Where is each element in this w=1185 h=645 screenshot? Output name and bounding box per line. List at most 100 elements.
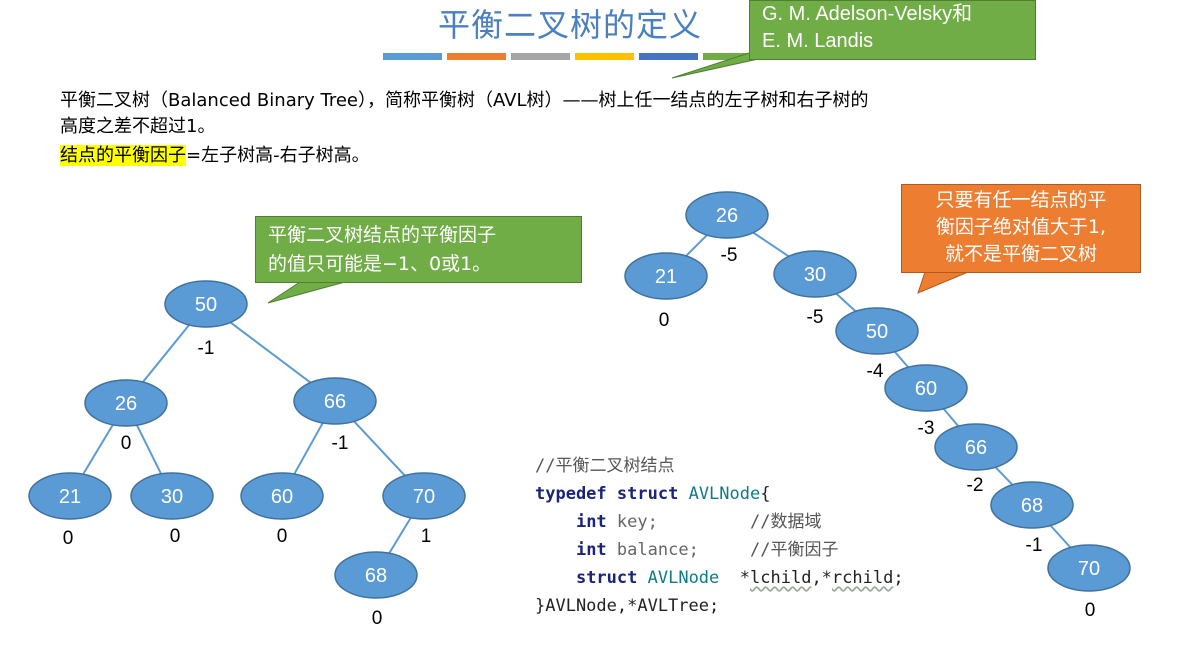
tree-node-key: 70 (413, 486, 435, 508)
unbalanced-node-70: 700 (1047, 544, 1131, 621)
code-line-key: int key; //数据域 (575, 512, 822, 532)
balanced-node-68: 68 0 (334, 551, 418, 629)
tree-node-ellipse (130, 472, 214, 520)
tree-node-key: 26 (716, 205, 738, 227)
unbalanced-node-66: 66 -2 (934, 423, 1018, 496)
values-callout-tail (267, 281, 346, 304)
tree-node-key: 66 (324, 391, 346, 413)
unbalanced-edge (942, 408, 960, 427)
balanced-node-60: 600 (240, 472, 324, 547)
balance-factor-label: -4 (867, 361, 884, 382)
balance-factor-label: 0 (170, 526, 181, 547)
title-underline-colorbar (383, 53, 762, 60)
colorbar-segment (575, 53, 634, 60)
tree-node-key: 30 (161, 486, 183, 508)
tree-node-ellipse (685, 191, 769, 239)
unbalanced-edge (894, 351, 909, 368)
unbalanced-node-50: 50 -4 (835, 307, 919, 382)
tree-node-ellipse (990, 481, 1074, 529)
tree-node-ellipse (835, 307, 919, 355)
balanced-edge (293, 422, 324, 475)
balance-factor-label: 0 (277, 526, 288, 547)
unbalanced-node-60: 60 -3 (884, 364, 968, 439)
values-callout-line1: 平衡二叉树结点的平衡因子 (268, 224, 497, 246)
balanced-edge (142, 324, 190, 383)
authors-callout-line1: G. M. Adelson-Velsky和 (762, 3, 973, 25)
balance-factor-definition: 结点的平衡因子=左子树高-右子树高。 (60, 143, 370, 169)
tree-edges (82, 231, 1072, 554)
balanced-edge (82, 424, 114, 475)
balanced-node-70: 701 (382, 472, 466, 547)
tree-node-ellipse (884, 364, 968, 412)
tree-nodes: 50-126066-121030060070168026-521030-550-… (28, 191, 1131, 629)
balance-factor-label: 0 (121, 433, 132, 454)
tree-node-key: 21 (59, 486, 81, 508)
balanced-node-21: 21 0 (28, 472, 112, 549)
tree-node-key: 26 (115, 393, 137, 415)
tree-node-key: 66 (965, 437, 987, 459)
tree-node-key: 50 (195, 294, 217, 316)
balance-factor-label: -5 (721, 245, 738, 266)
balanced-node-66: 66-1 (293, 377, 377, 454)
unbalanced-callout-line3: 就不是平衡二叉树 (944, 243, 1097, 265)
balance-factor-label: 0 (1085, 600, 1096, 621)
balanced-edge (388, 517, 412, 554)
unbalanced-callout-line1: 只要有任一结点的平 (935, 189, 1107, 211)
tree-node-ellipse (382, 472, 466, 520)
page-title: 平衡二叉树的定义 (438, 6, 703, 44)
definition-line2: 高度之差不超过1。 (60, 116, 216, 137)
unbalanced-edge (685, 234, 708, 257)
balance-factor-label: 0 (659, 310, 670, 331)
balanced-node-30: 30 0 (130, 472, 214, 547)
tree-node-key: 30 (804, 264, 826, 286)
unbalanced-node-21: 21 0 (624, 252, 708, 331)
balance-factor-label: -1 (1026, 535, 1043, 556)
balance-factor-label: -2 (967, 475, 984, 496)
unbalanced-callout: 只要有任一结点的平 衡因子绝对值大于1, 就不是平衡二叉树 (901, 184, 1141, 273)
tree-node-ellipse (1047, 544, 1131, 592)
balance-factor-label: 0 (63, 528, 74, 549)
unbalanced-callout-tail (917, 271, 969, 294)
avl-node-code: //平衡二叉树结点 typedef struct AVLNode{ int key… (535, 452, 904, 620)
tree-node-ellipse (334, 551, 418, 599)
values-callout: 平衡二叉树结点的平衡因子 的值只可能是−1、0或1。 (255, 216, 582, 283)
balanced-edge (136, 424, 162, 475)
tree-node-key: 50 (866, 321, 888, 343)
balance-factor-label: -1 (198, 338, 215, 359)
code-line-balance: int balance; //平衡因子 (575, 540, 839, 560)
balance-factor-label: -5 (807, 307, 824, 328)
tree-node-ellipse (28, 472, 112, 520)
tree-node-ellipse (293, 377, 377, 425)
colorbar-segment (511, 53, 570, 60)
unbalanced-callout-line2: 衡因子绝对值大于1, (935, 216, 1107, 238)
colorbar-segment (703, 53, 762, 60)
balanced-node-26: 26 0 (84, 379, 168, 454)
code-comment-title: //平衡二叉树结点 (535, 456, 675, 476)
balance-factor-highlight: 结点的平衡因子 (60, 145, 186, 166)
unbalanced-edge (1049, 524, 1072, 549)
authors-callout-line2: E. M. Landis (762, 30, 874, 52)
unbalanced-node-68: 68-1 (990, 481, 1074, 556)
tree-node-ellipse (84, 379, 168, 427)
unbalanced-edge (835, 292, 857, 313)
tree-node-key: 60 (915, 378, 937, 400)
tree-node-ellipse (934, 423, 1018, 471)
tree-node-ellipse (624, 252, 708, 300)
definition-line1: 平衡二叉树（Balanced Binary Tree），简称平衡树（AVL树）—… (60, 90, 869, 111)
colorbar-segment (447, 53, 506, 60)
balance-factor-label: 0 (372, 608, 383, 629)
authors-callout: G. M. Adelson-Velsky和 E. M. Landis (749, 0, 1036, 60)
balanced-edge (353, 420, 406, 477)
unbalanced-edge (994, 466, 1014, 486)
unbalanced-node-30: 30 -5 (773, 250, 857, 328)
unbalanced-edge (752, 231, 790, 258)
balanced-node-50: 50 -1 (164, 280, 248, 359)
colorbar-segment (639, 53, 698, 60)
balance-factor-label: -3 (918, 418, 935, 439)
code-line-children: struct AVLNode *lchild,*rchild; (575, 568, 904, 588)
tree-node-key: 21 (655, 266, 677, 288)
tree-node-key: 68 (365, 565, 387, 587)
tree-node-ellipse (240, 472, 324, 520)
code-line-typedef: typedef struct AVLNode{ (535, 484, 771, 504)
